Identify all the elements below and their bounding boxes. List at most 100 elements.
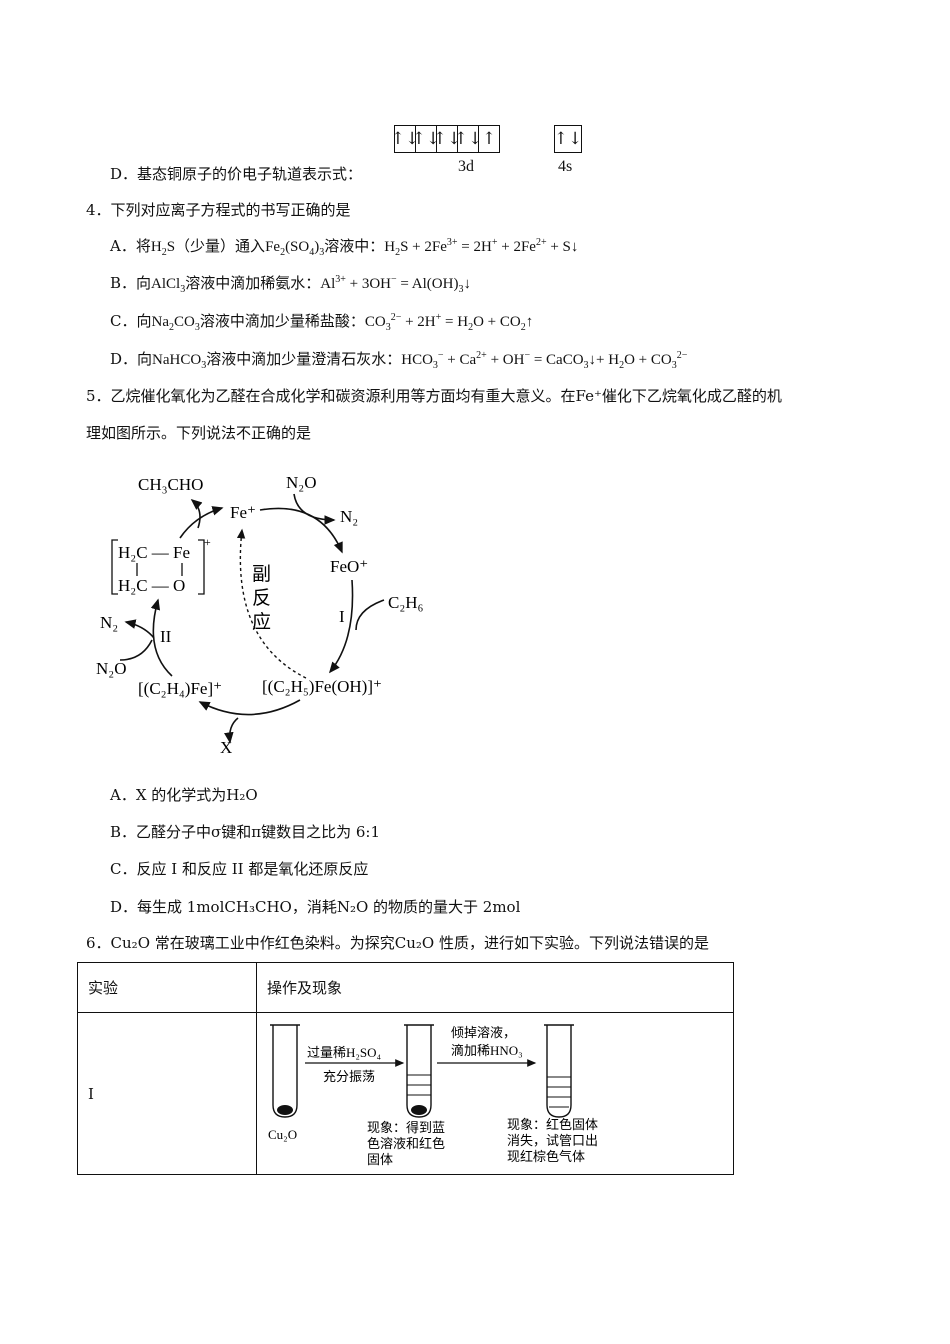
option-text: 将 (135, 237, 151, 255)
phenomenon-2-line: 现象：红色固体 (507, 1117, 598, 1132)
q6-stem: 6．Cu₂O 常在玻璃工业中作红色染料。为探究Cu₂O 性质，进行如下实验。下列… (86, 934, 709, 952)
mechanism-diagram: CH₃CHO Fe⁺ N₂O N₂ FeO⁺ C₂H₆ I II 副 反 应 [… (96, 473, 424, 757)
ch3cho-label: CH₃CHO (138, 475, 203, 494)
option-text: 溶液中滴加少量稀盐酸： (199, 312, 365, 330)
option-letter: B． (110, 274, 137, 292)
equation: H2S + 2Fe3+ = 2H+ + 2Fe2+ + S↓ (384, 237, 579, 258)
n2-left-label: N₂ (100, 613, 118, 632)
formula: AlCl3 (151, 276, 186, 295)
side-reaction-char: 反 (252, 587, 271, 609)
ring-top-label: H₂C — Fe (118, 543, 190, 562)
arrow-n2-out (124, 619, 155, 639)
option-text: （少量）通入 (175, 237, 266, 255)
formula: NaHCO3 (152, 352, 207, 371)
step1-bottom-label: 充分振荡 (323, 1069, 375, 1084)
experiment-diagram: Cu₂O 过量稀H₂SO₄ 充分振荡 倾掉溶液， 滴加稀HNO₃ (268, 1023, 598, 1167)
option-letter: D． (110, 350, 138, 368)
arrow-fe-to-feo (259, 507, 343, 554)
table-header-experiment: 实验 (77, 962, 257, 1013)
q4-option-d: D．向NaHCO3溶液中滴加少量澄清石灰水：HCO3− + Ca2+ + OH−… (110, 349, 688, 371)
arrow-x-out (224, 717, 239, 744)
phenomenon-2-line: 现红棕色气体 (507, 1149, 585, 1164)
test-tube-2 (406, 1024, 432, 1118)
step2-bottom-label: 滴加稀HNO₃ (451, 1043, 523, 1058)
n2o-left-label: N₂O (96, 659, 126, 678)
step-ii-label: II (160, 627, 172, 646)
table-cell-operation: Cu₂O 过量稀H₂SO₄ 充分振荡 倾掉溶液， 滴加稀HNO₃ (256, 1012, 734, 1175)
q3-option-d-text: D．基态铜原子的价电子轨道表示式： (110, 165, 363, 183)
formula: Fe2(SO4)3 (265, 239, 325, 258)
option-text: 溶液中滴加少量澄清石灰水： (206, 350, 402, 368)
equation: CO32− + 2H+ = H2O + CO2↑ (364, 312, 534, 333)
n2o-top-label: N₂O (286, 473, 316, 492)
arrow-n2o-left-in (119, 639, 153, 661)
q5-option-a: A．X 的化学式为H₂O (110, 786, 258, 804)
arrow-ethyl-to-ethylene (198, 699, 301, 716)
option-letter: A． (110, 237, 136, 255)
test-tube-3 (546, 1024, 572, 1118)
arrow-c2h6-in (355, 599, 385, 631)
q5-stem-line2: 理如图所示。下列说法不正确的是 (86, 424, 312, 442)
q5-option-c: C．反应 I 和反应 II 都是氧化还原反应 (110, 860, 369, 878)
orbital-box: ↑↓ (454, 126, 482, 152)
phenomenon-1-line: 色溶液和红色 (367, 1136, 445, 1151)
step1-top-label: 过量稀H₂SO₄ (307, 1045, 382, 1060)
q4-stem: 4．下列对应离子方程式的书写正确的是 (86, 201, 351, 219)
test-tube-1 (272, 1024, 298, 1118)
option-text: 向 (136, 274, 152, 292)
ethyl-complex-label: [(C₂H₅)Fe(OH)]⁺ (262, 677, 382, 696)
experiment-table: 实验 操作及现象 I Cu₂O 过量稀H₂SO₄ 充分振荡 (77, 962, 734, 1175)
phenomenon-1-line: 现象：得到蓝 (367, 1120, 445, 1135)
red-solid (411, 1104, 427, 1115)
phenomenon-2-line: 消失，试管口出 (507, 1133, 598, 1148)
orbital-4s-label: 4s (558, 158, 573, 175)
feo-plus-label: FeO⁺ (330, 557, 368, 576)
option-text: 向 (136, 312, 152, 330)
arrow-ch3cho-release (190, 498, 203, 529)
orbital-3d-boxes: ↑↓ ↑↓ ↑↓ ↑↓ ↑ (391, 125, 500, 153)
orbital-box: ↑ (481, 129, 497, 149)
option-text: 溶液中： (324, 237, 385, 255)
formula: Na2CO3 (151, 314, 200, 333)
q3-option-d: D．基态铜原子的价电子轨道表示式： (110, 164, 362, 184)
step-i-label: I (339, 607, 345, 626)
q5-option-d: D．每生成 1molCH₃CHO，消耗N₂O 的物质的量大于 2mol (110, 898, 521, 916)
option-letter: C． (110, 312, 137, 330)
arrow-ethylene-to-ring (150, 598, 173, 677)
ring-bracket-left (111, 539, 118, 595)
side-reaction-arrow (236, 528, 307, 679)
fe-plus-label: Fe⁺ (230, 503, 256, 522)
table-row-label: I (77, 1012, 257, 1175)
tube1-label: Cu₂O (268, 1127, 297, 1142)
ethylene-complex-label: [(C₂H₄)Fe]⁺ (138, 679, 222, 698)
side-reaction-char: 副 (252, 563, 271, 585)
orbital-box: ↑↓ (412, 126, 440, 152)
phenomenon-1-line: 固体 (367, 1152, 393, 1167)
q4-option-c: C．向Na2CO3溶液中滴加少量稀盐酸：CO32− + 2H+ = H2O + … (110, 311, 534, 333)
q4-option-a: A．将H2S（少量）通入Fe2(SO4)3溶液中：H2S + 2Fe3+ = 2… (110, 236, 579, 258)
step2-top-label: 倾掉溶液， (451, 1025, 516, 1040)
arrow-n2o-in (293, 493, 336, 525)
n2-top-label: N₂ (340, 507, 358, 526)
q5-option-b: B．乙醛分子中σ键和π键数目之比为 6:1 (110, 823, 381, 841)
orbital-box: ↑↓ (433, 126, 461, 152)
option-text: 向 (137, 350, 153, 368)
orbital-box: ↑↓ (391, 126, 419, 152)
c2h6-label: C₂H₆ (388, 593, 424, 612)
option-text: 溶液中滴加稀氨水： (185, 274, 321, 292)
arrow-ring-to-fe (179, 506, 224, 539)
orbital-box: ↑↓ (553, 129, 583, 149)
side-reaction-char: 应 (252, 611, 271, 633)
orbital-4s-boxes: ↑↓ (554, 125, 582, 153)
ring-bottom-label: H₂C — O (118, 576, 185, 595)
q4-option-b: B．向AlCl3溶液中滴加稀氨水：Al3+ + 3OH− = Al(OH)3↓ (110, 273, 471, 295)
ring-charge-label: + (204, 535, 211, 549)
formula: H2S (150, 239, 176, 258)
orbital-3d-label: 3d (458, 158, 474, 175)
equation: HCO3− + Ca2+ + OH− = CaCO3↓+ H2O + CO32− (401, 350, 688, 371)
q5-stem-line1: 5．乙烷催化氧化为乙醛在合成化学和碳资源利用等方面均有重大意义。在Fe⁺催化下乙… (86, 387, 782, 405)
equation: Al3+ + 3OH− = Al(OH)3↓ (320, 274, 471, 295)
ring-bracket-right (198, 539, 205, 595)
table-header-operation: 操作及现象 (256, 962, 734, 1013)
arrow-feo-to-ethyl (328, 579, 354, 674)
